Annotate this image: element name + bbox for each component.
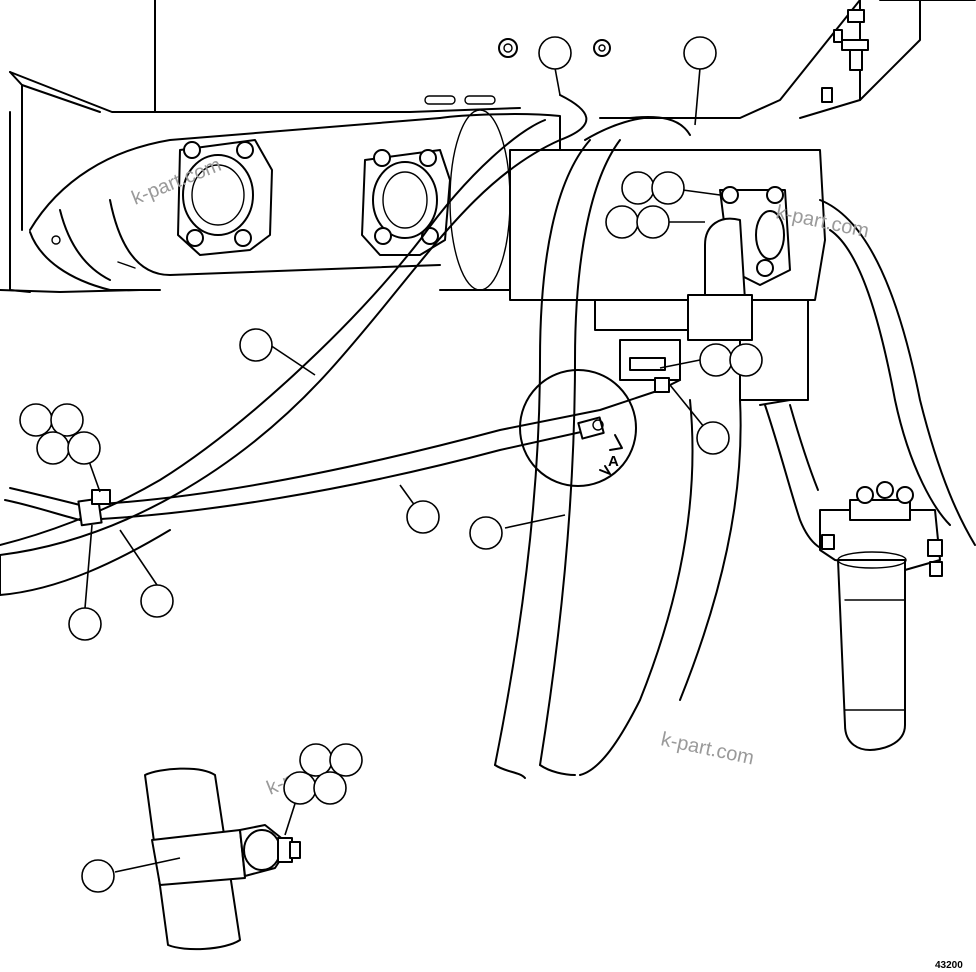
watermark-text: k-part.com: [659, 728, 756, 769]
callout-14: [67, 431, 101, 465]
callout-8: [729, 343, 763, 377]
callout-20: [329, 743, 363, 777]
callout-1: [538, 36, 572, 70]
callout-19: [299, 743, 333, 777]
callout-18: [469, 516, 503, 550]
callout-10: [239, 328, 273, 362]
callout-bubbles: [19, 36, 763, 893]
callout-21: [283, 771, 317, 805]
callout-7: [699, 343, 733, 377]
callout-12: [50, 403, 84, 437]
detail-label: A: [608, 453, 619, 470]
callout-6: [636, 205, 670, 239]
frame-structure: [0, 0, 976, 293]
detail-inset: [144, 767, 301, 951]
detail-a-marker: A: [519, 369, 637, 487]
callout-leaders: [84, 67, 721, 873]
callout-4: [651, 171, 685, 205]
callout-11: [19, 403, 53, 437]
filter-assembly: [819, 481, 943, 751]
callout-2: [683, 36, 717, 70]
callout-15: [68, 607, 102, 641]
callout-3: [621, 171, 655, 205]
callout-9: [696, 421, 730, 455]
callout-23: [81, 859, 115, 893]
callout-16: [140, 584, 174, 618]
callout-5: [605, 205, 639, 239]
callout-17: [406, 500, 440, 534]
callout-13: [36, 431, 70, 465]
pump-housing: [29, 109, 561, 291]
callout-22: [313, 771, 347, 805]
drawing-code: 43200: [935, 960, 963, 971]
